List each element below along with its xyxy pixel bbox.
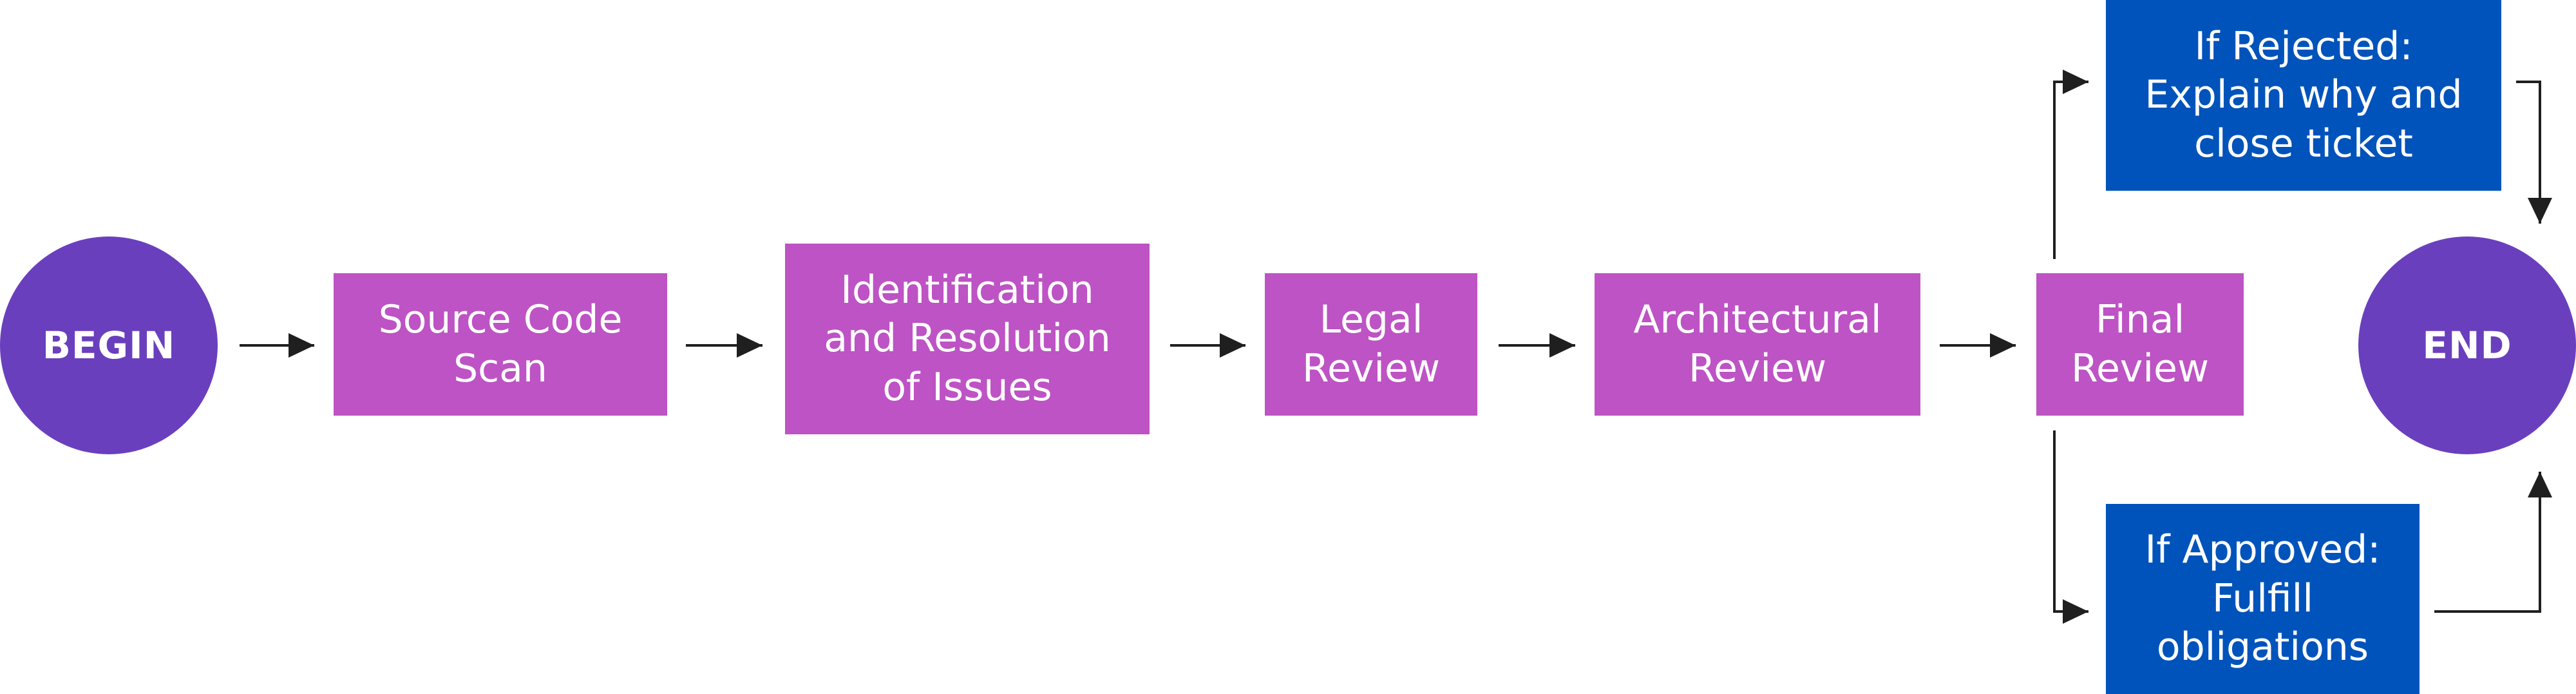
if-rejected-label: If Rejected: Explain why and close ticke… xyxy=(2145,23,2463,166)
final-review-step: Final Review xyxy=(2036,273,2244,416)
arrow-final-to-approved-line xyxy=(2053,430,2088,613)
final-review-label: Final Review xyxy=(2070,296,2210,391)
arrow-rejected-to-end-arrowhead-icon xyxy=(2528,198,2552,224)
if-rejected-outcome: If Rejected: Explain why and close ticke… xyxy=(2106,0,2501,191)
arrow-begin-to-scan-arrowhead-icon xyxy=(289,333,314,358)
begin-node: BEGIN xyxy=(0,236,218,454)
end-node: END xyxy=(2358,236,2576,454)
begin-label: BEGIN xyxy=(42,323,176,367)
architectural-review-step: Architectural Review xyxy=(1595,273,1920,416)
identification-resolution-label: Identification and Resolution of Issues xyxy=(824,267,1111,410)
arrow-scan-to-ident-arrowhead-icon xyxy=(737,333,762,358)
arrow-approved-to-end-arrowhead-icon xyxy=(2528,472,2552,497)
identification-resolution-step: Identification and Resolution of Issues xyxy=(785,244,1150,434)
if-approved-outcome: If Approved: Fulfill obligations xyxy=(2106,504,2420,694)
arrow-approved-to-end-line xyxy=(2434,472,2541,613)
architectural-review-label: Architectural Review xyxy=(1633,296,1882,391)
arrow-final-to-rejected-arrowhead-icon xyxy=(2063,70,2088,94)
arrow-legal-to-arch-arrowhead-icon xyxy=(1549,333,1575,358)
arrow-arch-to-final-arrowhead-icon xyxy=(1990,333,2016,358)
if-approved-label: If Approved: Fulfill obligations xyxy=(2145,527,2381,670)
end-label: END xyxy=(2422,323,2512,367)
arrow-final-to-rejected-line xyxy=(2053,81,2088,259)
arrow-ident-to-legal-arrowhead-icon xyxy=(1220,333,1245,358)
arrow-rejected-to-end-line xyxy=(2516,81,2541,224)
legal-review-label: Legal Review xyxy=(1302,296,1441,391)
arrow-final-to-approved-arrowhead-icon xyxy=(2063,599,2088,624)
source-code-scan-label: Source Code Scan xyxy=(378,296,623,391)
source-code-scan-step: Source Code Scan xyxy=(334,273,667,416)
legal-review-step: Legal Review xyxy=(1265,273,1477,416)
